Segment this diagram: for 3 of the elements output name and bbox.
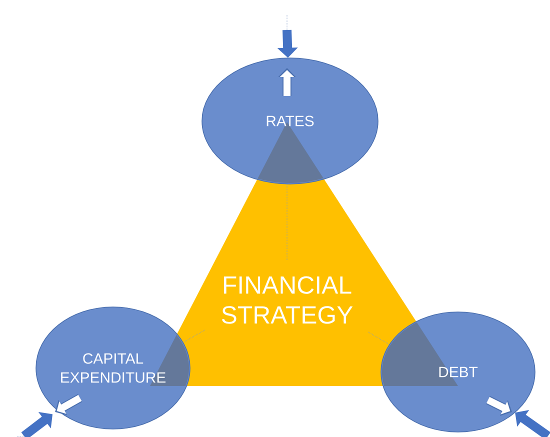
dotted-line xyxy=(286,184,288,260)
dotted-line xyxy=(368,332,390,345)
dotted-line xyxy=(182,330,206,343)
